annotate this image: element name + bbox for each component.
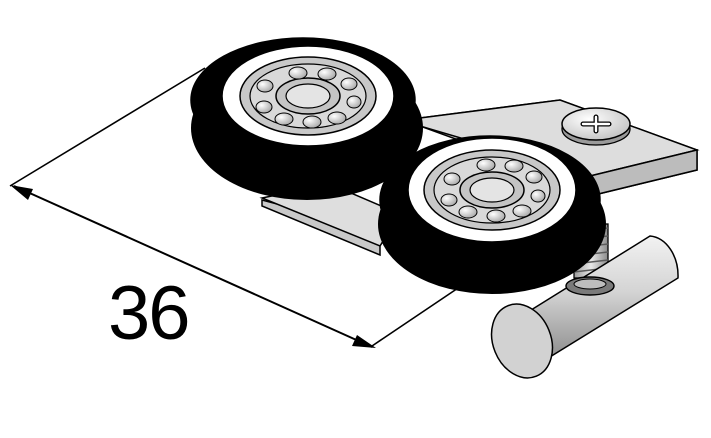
bearing-bore	[285, 83, 331, 109]
extension-line-left	[9, 67, 206, 187]
bearing-balls	[440, 158, 546, 223]
roller-wheel-rear	[190, 37, 423, 200]
screw-head-phillips	[561, 107, 631, 146]
bearing-bore	[469, 177, 515, 203]
arrowhead-left-icon	[10, 185, 33, 200]
cylindrical-nut	[490, 235, 679, 379]
dimension-arrow-line	[13, 185, 373, 348]
nut-end-face	[490, 303, 554, 379]
roller-wheel-front	[378, 135, 606, 294]
bearing-balls	[255, 66, 362, 129]
arrowhead-right-icon	[352, 335, 376, 348]
dimension-value-label: 36	[108, 271, 191, 356]
dimension-line	[9, 67, 471, 348]
mounting-plate	[259, 99, 700, 257]
extension-line-right	[371, 279, 471, 347]
